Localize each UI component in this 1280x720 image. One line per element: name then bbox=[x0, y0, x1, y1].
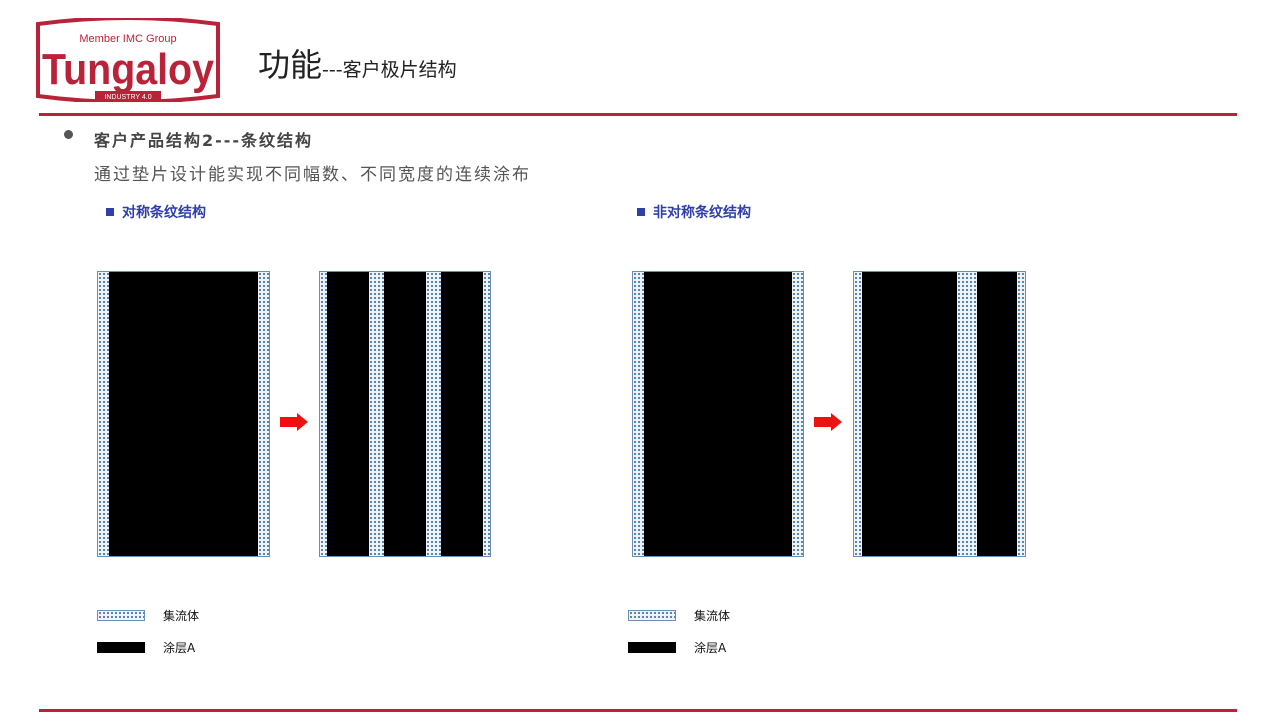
legend-swatch-coating bbox=[628, 642, 676, 653]
electrode-panel-symmetric-before bbox=[97, 271, 270, 557]
section-label-text: 对称条纹结构 bbox=[122, 205, 206, 221]
legend-swatch-collector bbox=[97, 610, 145, 621]
legend-label-coating: 涂层A bbox=[694, 641, 727, 655]
coating-strip bbox=[384, 272, 426, 556]
top-divider bbox=[39, 113, 1237, 116]
legend-swatch-collector bbox=[628, 610, 676, 621]
coating-strip bbox=[644, 272, 792, 556]
electrode-panel-asymmetric-after bbox=[853, 271, 1026, 557]
collector-strip bbox=[483, 272, 490, 556]
coating-strip bbox=[862, 272, 957, 556]
title-sub: ---客户极片结构 bbox=[322, 59, 457, 81]
arrow-right-icon bbox=[280, 413, 308, 431]
page-title: 功能---客户极片结构 bbox=[258, 40, 457, 86]
section-label-text: 非对称条纹结构 bbox=[653, 205, 751, 221]
coating-strip bbox=[327, 272, 369, 556]
collector-strip bbox=[258, 272, 269, 556]
coating-strip bbox=[977, 272, 1017, 556]
collector-strip bbox=[426, 272, 441, 556]
legend-label-collector: 集流体 bbox=[694, 609, 731, 623]
collector-strip bbox=[854, 272, 862, 556]
electrode-panel-asymmetric-before bbox=[632, 271, 804, 557]
legend-label-collector: 集流体 bbox=[163, 609, 200, 623]
content-heading: 客户产品结构2---条纹结构 bbox=[94, 131, 314, 150]
tungaloy-logo: Member IMC Group Tungaloy INDUSTRY 4.0 bbox=[33, 18, 223, 102]
bullet-icon bbox=[64, 130, 73, 139]
logo-graphic: Member IMC Group Tungaloy INDUSTRY 4.0 bbox=[36, 18, 220, 102]
content-description: 通过垫片设计能实现不同幅数、不同宽度的连续涂布 bbox=[94, 165, 531, 185]
collector-strip bbox=[1017, 272, 1025, 556]
arrow-right-icon bbox=[814, 413, 842, 431]
collector-strip bbox=[320, 272, 327, 556]
section-label-asymmetric: 非对称条纹结构 bbox=[637, 202, 751, 222]
collector-strip bbox=[369, 272, 384, 556]
electrode-panel-symmetric-after bbox=[319, 271, 491, 557]
logo-badge: INDUSTRY 4.0 bbox=[104, 94, 151, 101]
collector-strip bbox=[98, 272, 109, 556]
bottom-divider bbox=[39, 709, 1237, 712]
legend-label-coating: 涂层A bbox=[163, 641, 196, 655]
section-label-symmetric: 对称条纹结构 bbox=[106, 202, 206, 222]
coating-strip bbox=[109, 272, 258, 556]
square-bullet-icon bbox=[637, 208, 645, 216]
title-main: 功能 bbox=[258, 46, 323, 84]
collector-strip bbox=[633, 272, 644, 556]
collector-strip bbox=[792, 272, 803, 556]
collector-strip bbox=[957, 272, 977, 556]
coating-strip bbox=[441, 272, 483, 556]
logo-tagline: Member IMC Group bbox=[79, 33, 176, 45]
square-bullet-icon bbox=[106, 208, 114, 216]
logo-brand: Tungaloy bbox=[42, 45, 214, 94]
legend-swatch-coating bbox=[97, 642, 145, 653]
